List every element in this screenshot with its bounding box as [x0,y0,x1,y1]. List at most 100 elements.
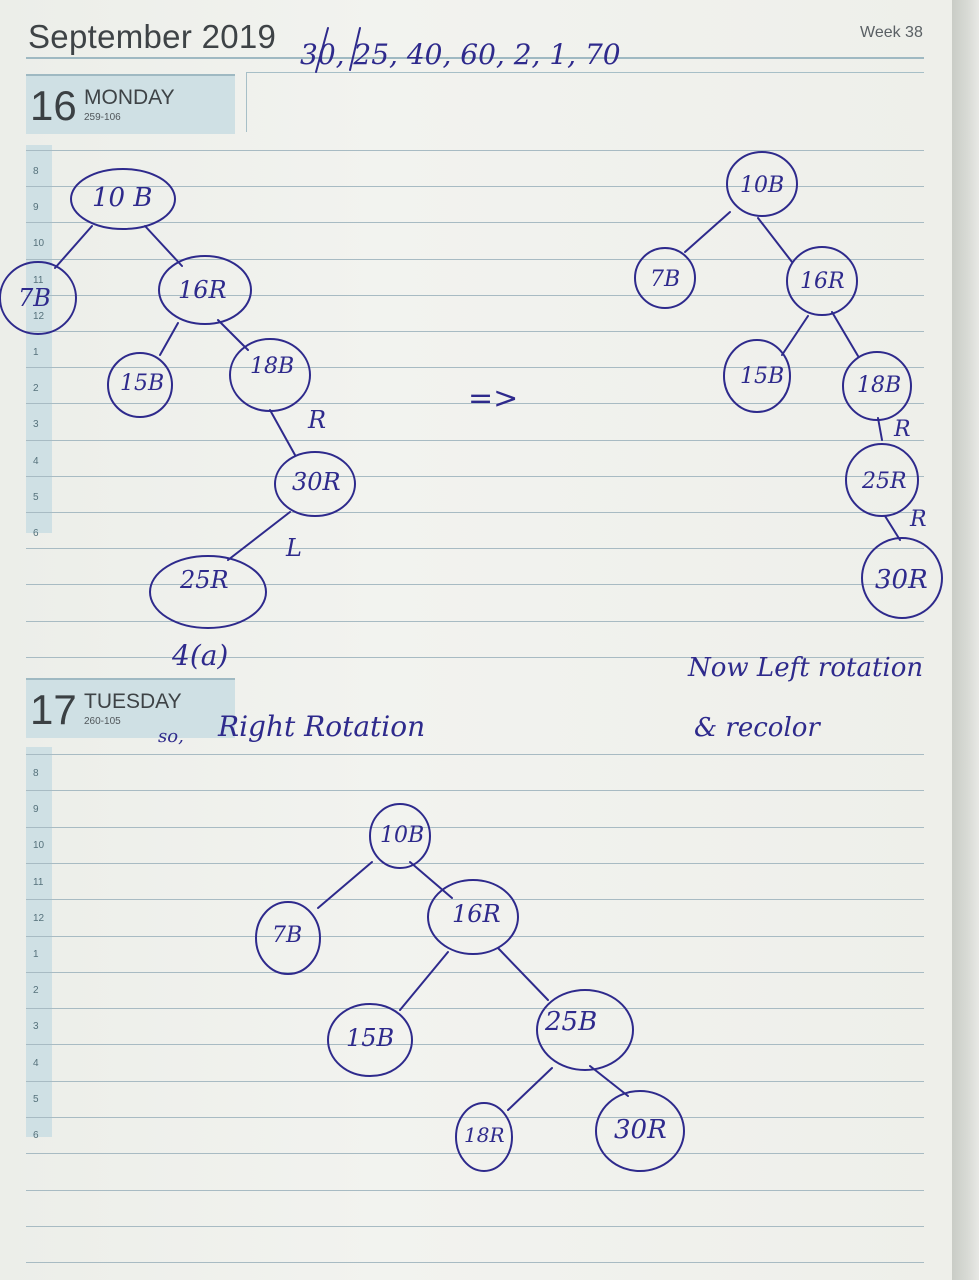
hour-label: 5 [33,1094,39,1105]
ruled-line [26,584,924,585]
left-rotation-note: Now Left rotation [687,653,923,683]
edge-label-r: R [909,507,927,532]
week-label: Week 38 [860,24,923,41]
ruled-line [26,863,924,864]
tree-node [158,255,252,325]
node-label: 15B [346,1024,394,1052]
tree-node [861,537,943,619]
ruled-line [26,403,924,404]
tree-node [369,803,431,869]
node-label: 16R [800,269,845,294]
hour-label: 5 [33,492,39,503]
case-label: 4(a) [171,639,228,672]
ruled-line [26,512,924,513]
hour-label: 8 [33,768,39,779]
diary-page [0,0,952,1280]
hour-strip-monday [26,145,52,533]
ruled-line [26,440,924,441]
ruled-line [26,1008,924,1009]
tree-node [455,1102,513,1172]
implies-arrow: => [468,381,518,416]
node-label: 10B [740,173,784,198]
node-label: 18B [857,373,901,398]
ruled-line [26,548,924,549]
ruled-line [26,1262,924,1263]
tree-node [845,443,919,517]
tree-node [0,261,77,335]
hour-label: 2 [33,383,39,394]
strike-marks [315,27,361,73]
tree-node [70,168,176,230]
page-edge [952,0,979,1280]
node-label: 7B [18,284,51,312]
node-label: 25B [544,1007,597,1037]
month-year-title: September 2019 [28,18,277,55]
tree-node [274,451,356,517]
so-note: so, [158,726,184,747]
ruled-line [26,1081,924,1082]
tree-node [229,338,311,412]
ruled-line [26,331,924,332]
node-label: 25R [179,566,229,594]
hour-label: 11 [33,275,44,286]
recolor-note: & recolor [694,713,821,743]
ruled-line [26,1190,924,1191]
hour-label: 4 [33,456,39,467]
day-name: MONDAY [84,86,175,109]
tree-node [536,989,634,1071]
hour-label: 10 [33,840,45,851]
hour-label: 1 [33,949,39,960]
ruled-line [26,1226,924,1227]
tree-node [786,246,858,316]
hour-label: 9 [33,804,39,815]
ruled-line [26,476,924,477]
node-label: 30R [875,565,928,595]
node-label: 7B [650,267,680,292]
day-header-tuesday: 17 TUESDAY 260-105 [26,678,235,738]
node-label: 15B [120,371,164,396]
ruled-line [26,222,924,223]
hour-label: 11 [33,877,44,888]
tree-node [634,247,696,309]
node-label: 30R [614,1115,667,1145]
node-label: 18R [464,1123,505,1147]
day-of-year: 260-105 [84,716,121,727]
hour-label: 6 [33,1130,39,1141]
node-label: 18B [250,354,294,379]
ruled-line [26,936,924,937]
number-sequence: 30, 25, 40, 60, 2, 1, 70 [300,38,621,71]
edge-label-r: R [307,406,326,434]
node-label: 16R [178,276,227,304]
tree-edges [317,861,629,1111]
tree-before: 10 B 7B 16R 15B 18B 30R 25R R L [0,168,356,629]
ruled-line [26,367,924,368]
hour-label: 8 [33,166,39,177]
tree-after: 10B 7B 16R 15B 25B 18R 30R [255,803,685,1172]
hour-label: 10 [33,238,45,249]
ruled-line [26,1044,924,1045]
ruled-line [26,1153,924,1154]
hour-label: 3 [33,1021,39,1032]
hour-label: 2 [33,985,39,996]
ruled-line [26,259,924,260]
day-name: TUESDAY [84,690,182,713]
hour-label: 12 [33,913,45,924]
hour-label: 3 [33,419,39,430]
tree-node [427,879,519,955]
right-rotation-note: Right Rotation [217,710,425,743]
tree-node [723,339,791,413]
ruled-line [26,657,924,658]
tree-node [255,901,321,975]
ruled-line [26,790,924,791]
day-note-box [246,72,924,132]
node-label: 30R [292,468,341,496]
handwritten-notes: 30, 25, 40, 60, 2, 1, 70 10 B 7B 16R 15B… [0,27,943,1172]
hour-label: 9 [33,202,39,213]
ruled-line [26,827,924,828]
hour-label: 12 [33,311,45,322]
header-rule [26,57,924,59]
ruled-line [26,899,924,900]
hour-label: 1 [33,347,39,358]
tree-edges [684,211,901,541]
day-number: 17 [30,686,77,733]
